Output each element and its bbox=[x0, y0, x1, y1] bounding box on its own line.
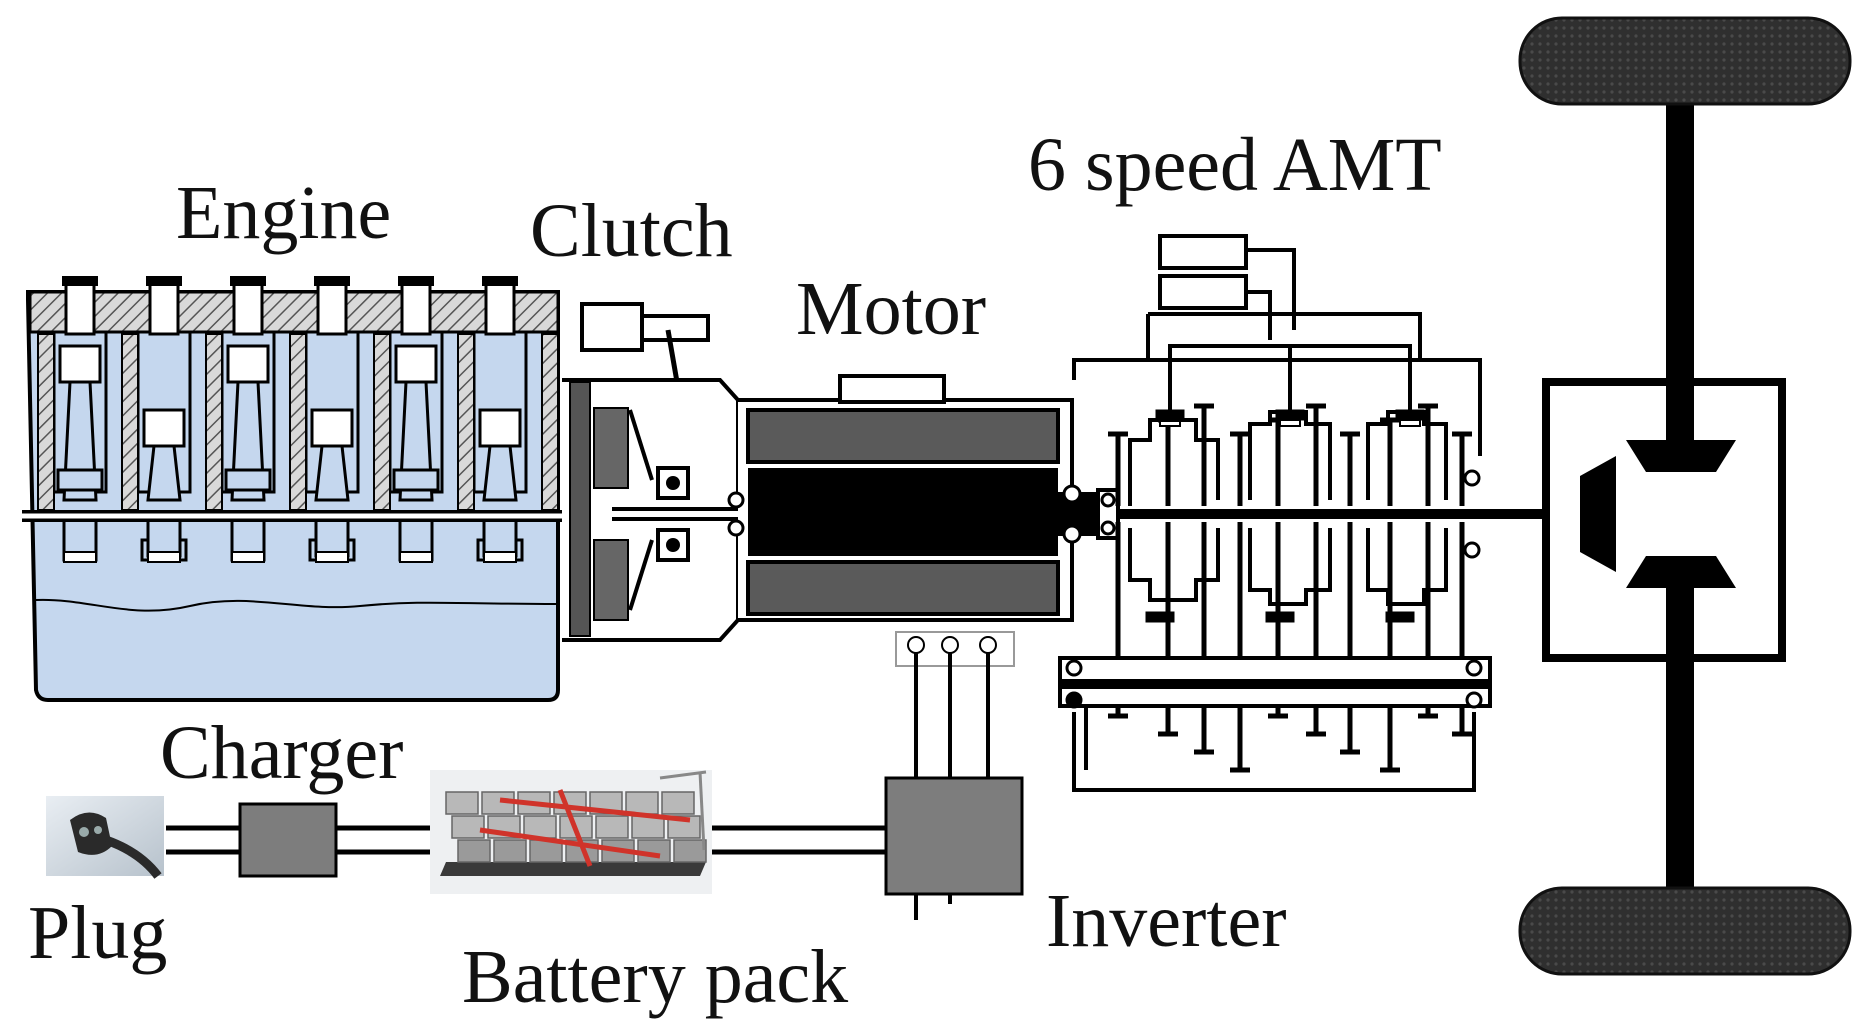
motor-terminal-box bbox=[838, 374, 946, 404]
amt-label: 6 speed AMT bbox=[1028, 123, 1442, 207]
engine-cylinders bbox=[37, 276, 559, 563]
battery-pack-label: Battery pack bbox=[462, 935, 848, 1019]
flywheel bbox=[569, 381, 591, 637]
differential-gear-top bbox=[1626, 440, 1736, 472]
motor-label: Motor bbox=[796, 267, 986, 351]
motor-stator-top bbox=[746, 408, 1060, 464]
motor-rotor bbox=[748, 468, 1058, 556]
motor-stator-bottom bbox=[746, 560, 1060, 616]
clutch-label: Clutch bbox=[530, 189, 733, 273]
engine bbox=[22, 276, 580, 702]
amt-actuator-lower bbox=[1158, 274, 1248, 310]
clutch-actuator bbox=[580, 302, 644, 352]
plug-label: Plug bbox=[28, 891, 167, 975]
wheel-top bbox=[1518, 16, 1852, 106]
charger-box bbox=[238, 802, 338, 878]
motor bbox=[727, 374, 1098, 667]
engine-label: Engine bbox=[176, 171, 391, 255]
engine-oil-level bbox=[35, 598, 557, 612]
battery-pack-picture bbox=[430, 770, 712, 894]
charger-label: Charger bbox=[160, 711, 403, 795]
amt-gearbox bbox=[1058, 234, 1590, 792]
inverter-label: Inverter bbox=[1046, 879, 1287, 963]
inverter-box bbox=[884, 776, 1024, 896]
engine-head bbox=[28, 290, 560, 334]
wheel-bottom bbox=[1518, 886, 1852, 976]
electrical-system bbox=[46, 652, 1024, 920]
plug-icon bbox=[46, 796, 164, 879]
amt-actuator-upper bbox=[1158, 234, 1248, 270]
pinion-gear bbox=[1580, 456, 1616, 572]
differential-gear-bottom bbox=[1626, 556, 1736, 588]
clutch bbox=[562, 302, 740, 642]
final-drive bbox=[1518, 16, 1852, 976]
